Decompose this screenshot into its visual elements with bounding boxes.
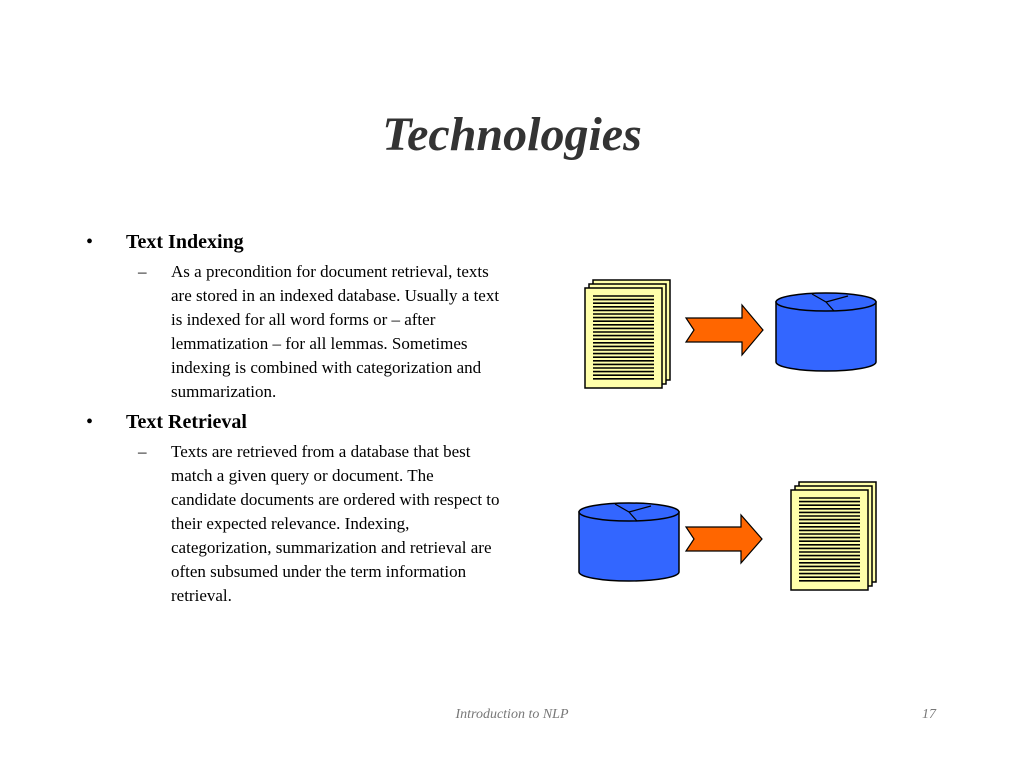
document-stack-icon [584, 279, 671, 389]
retrieval-diagram [578, 481, 877, 591]
sub-bullet-text-indexing: – As a precondition for document retriev… [138, 260, 506, 404]
slide-title: Technologies [382, 108, 642, 161]
document-stack-icon [790, 481, 877, 591]
database-icon [578, 502, 680, 582]
sub-bullet-text: Texts are retrieved from a database that… [171, 442, 500, 605]
document-lines [799, 497, 860, 582]
arrow-right-icon [684, 513, 763, 565]
bullet-list: • Text Indexing – As a precondition for … [86, 228, 506, 608]
page-number: 17 [922, 707, 936, 722]
database-icon [775, 292, 877, 372]
sub-bullet-marker: – [138, 262, 147, 281]
bullet-heading: Text Retrieval [126, 411, 247, 433]
document-lines [593, 295, 654, 380]
bullet-heading: Text Indexing [126, 231, 244, 253]
sub-bullet-text-retrieval: – Texts are retrieved from a database th… [138, 440, 506, 608]
footer-title: Introduction to NLP [455, 707, 569, 722]
bullet-text-indexing: • Text Indexing [86, 228, 506, 256]
sub-bullet-text: As a precondition for document retrieval… [171, 262, 500, 401]
bullet-marker: • [86, 411, 94, 433]
bullet-marker: • [86, 231, 94, 253]
bullet-text-retrieval: • Text Retrieval [86, 408, 506, 436]
sub-bullet-marker: – [138, 442, 147, 461]
indexing-diagram [584, 279, 877, 389]
arrow-right-icon [684, 303, 764, 357]
